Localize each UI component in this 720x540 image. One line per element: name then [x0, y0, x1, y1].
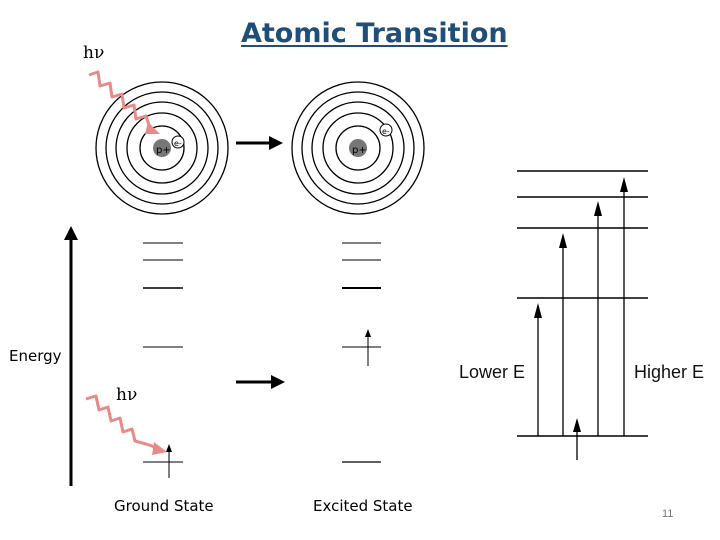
atom-ground	[95, 81, 229, 215]
ground-state-levels	[143, 242, 183, 478]
photon-wave-top	[88, 70, 160, 134]
energy-level-diagram	[517, 170, 648, 460]
atom-excited	[291, 81, 425, 215]
electron-label-ground: e-	[174, 139, 182, 148]
higher-energy-label: Higher E	[634, 362, 705, 382]
nucleus-excited	[349, 139, 367, 157]
transition-arrow-top	[236, 136, 283, 150]
electron-label-excited: e-	[382, 127, 390, 136]
nucleus-ground	[153, 139, 171, 157]
page-title: Atomic Transition	[241, 18, 508, 49]
proton-label-ground: p+	[156, 145, 171, 156]
electron-excited	[379, 123, 393, 137]
photon-label-top: hν	[83, 43, 105, 63]
energy-axis	[64, 226, 78, 486]
ground-state-label: Ground State	[114, 497, 214, 515]
page-number: 11	[662, 508, 674, 520]
excited-state-label: Excited State	[313, 497, 413, 515]
proton-label-excited: p+	[352, 145, 367, 156]
electron-ground	[171, 135, 185, 149]
energy-axis-label: Energy	[9, 347, 62, 365]
photon-wave-bottom	[85, 394, 167, 455]
lower-energy-label: Lower E	[459, 362, 526, 382]
transition-arrow-bottom	[236, 375, 285, 389]
excited-state-levels	[342, 242, 381, 463]
photon-label-bottom: hν	[116, 385, 138, 405]
